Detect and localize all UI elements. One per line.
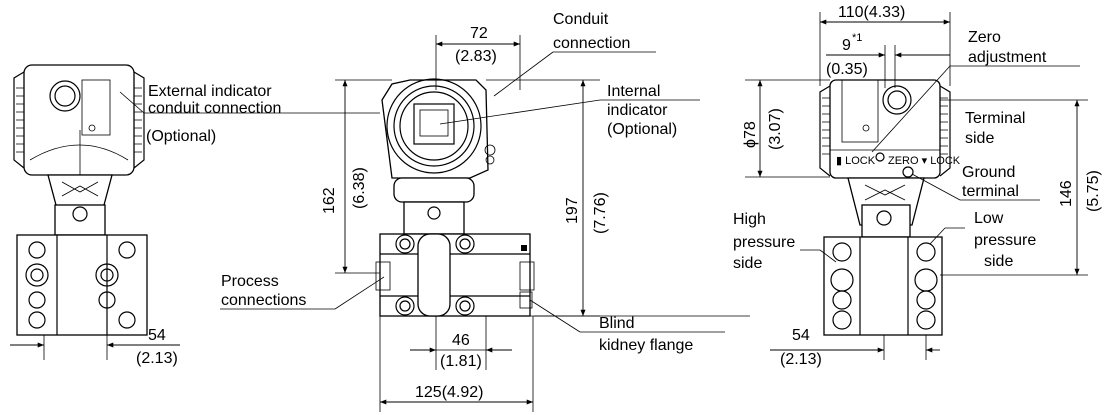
right-dim-9: 9 bbox=[842, 37, 851, 54]
right-dim-110: 110(4.33) bbox=[838, 4, 905, 21]
blind-flange-label-2: kidney flange bbox=[599, 337, 693, 354]
zero-adjustment-label-1: Zero bbox=[968, 29, 1001, 46]
left-side-view: 54 (2.13) External indicator conduit con… bbox=[10, 64, 380, 367]
phi78-label: ϕ78 bbox=[742, 121, 759, 148]
svg-text:ZERO ▾ LOCK: ZERO ▾ LOCK bbox=[888, 155, 961, 167]
high-pressure-label-3: side bbox=[733, 255, 762, 272]
phi78-in-label: (3.07) bbox=[767, 108, 784, 150]
center-front-view: 72 (2.83) Conduit connection Internal in… bbox=[220, 11, 750, 412]
center-dim-162: 162 bbox=[321, 187, 338, 214]
center-dim-125: 125(4.92) bbox=[415, 384, 484, 401]
right-dim-54-in: (2.13) bbox=[780, 351, 822, 368]
left-dim-54-in: (2.13) bbox=[136, 350, 178, 367]
low-pressure-label-3: side bbox=[984, 253, 1013, 270]
high-pressure-label-1: High bbox=[733, 211, 766, 228]
terminal-side-label-1: Terminal bbox=[965, 110, 1025, 127]
process-connections-label-1: Process bbox=[221, 273, 279, 290]
right-dim-54: 54 bbox=[792, 327, 810, 344]
low-pressure-label-2: pressure bbox=[974, 232, 1036, 249]
svg-text:▮ LOCK: ▮ LOCK bbox=[836, 155, 876, 167]
right-dim-146: 146 bbox=[1058, 180, 1075, 207]
right-dim-9-note: *1 bbox=[852, 32, 862, 44]
center-dim-197-in: (7.76) bbox=[592, 192, 609, 234]
external-indicator-label-2: conduit connection bbox=[148, 100, 281, 117]
process-connections-label-2: connections bbox=[221, 292, 306, 309]
low-pressure-label-1: Low bbox=[974, 210, 1004, 227]
conduit-label-2: connection bbox=[553, 35, 630, 52]
high-pressure-label-2: pressure bbox=[733, 234, 795, 251]
center-dim-197: 197 bbox=[564, 197, 581, 224]
terminal-side-label-2: side bbox=[965, 130, 994, 147]
left-dim-54: 54 bbox=[148, 327, 166, 344]
center-dim-46-in: (1.81) bbox=[440, 353, 482, 370]
ground-terminal-label-1: Ground bbox=[962, 164, 1015, 181]
center-dim-72-in: (2.83) bbox=[455, 48, 497, 65]
right-side-view: ▮ LOCK ZERO ▾ LOCK 110(4.33) 9 *1 ( bbox=[733, 4, 1102, 368]
center-dim-46: 46 bbox=[452, 332, 470, 349]
center-dim-162-in: (6.38) bbox=[351, 167, 368, 209]
external-indicator-label-1: External indicator bbox=[148, 83, 272, 100]
external-indicator-optional: (Optional) bbox=[146, 128, 216, 145]
right-dim-146-in: (5.75) bbox=[1085, 170, 1102, 212]
zero-adjustment-label-2: adjustment bbox=[968, 49, 1047, 66]
ground-terminal-label-2: terminal bbox=[962, 183, 1019, 200]
center-dim-72: 72 bbox=[470, 25, 488, 42]
blind-flange-label-1: Blind bbox=[599, 315, 635, 332]
conduit-label-1: Conduit bbox=[553, 11, 609, 28]
internal-indicator-label-3: (Optional) bbox=[607, 121, 677, 138]
right-dim-9-in: (0.35) bbox=[826, 61, 868, 78]
internal-indicator-label-1: Internal bbox=[607, 83, 660, 100]
internal-indicator-label-2: indicator bbox=[607, 102, 668, 119]
